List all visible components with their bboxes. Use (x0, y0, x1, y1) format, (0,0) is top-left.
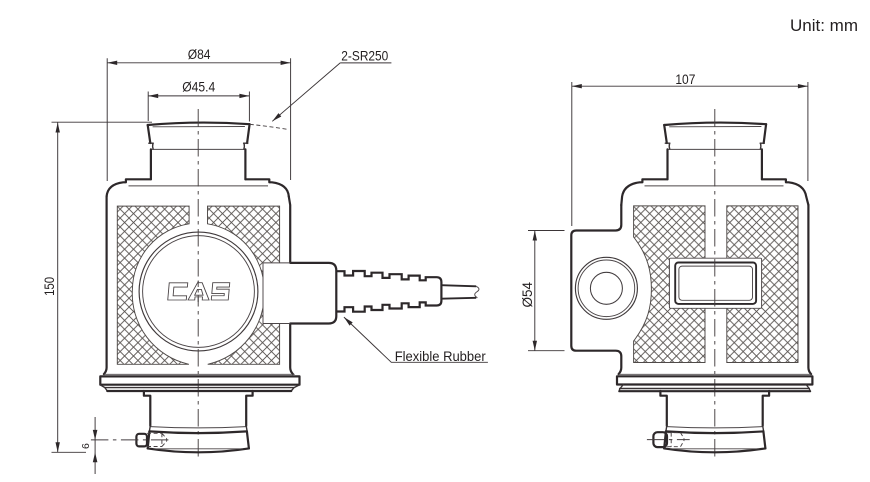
svg-text:Ø54: Ø54 (520, 281, 535, 307)
svg-text:Ø84: Ø84 (188, 47, 211, 62)
svg-text:Unit: mm: Unit: mm (790, 16, 858, 35)
svg-text:107: 107 (675, 72, 695, 87)
svg-text:6: 6 (80, 443, 92, 449)
svg-text:Flexible Rubber: Flexible Rubber (395, 349, 486, 364)
svg-text:Ø45.4: Ø45.4 (182, 80, 215, 95)
svg-text:150: 150 (42, 277, 57, 296)
svg-text:2-SR250: 2-SR250 (341, 49, 388, 64)
